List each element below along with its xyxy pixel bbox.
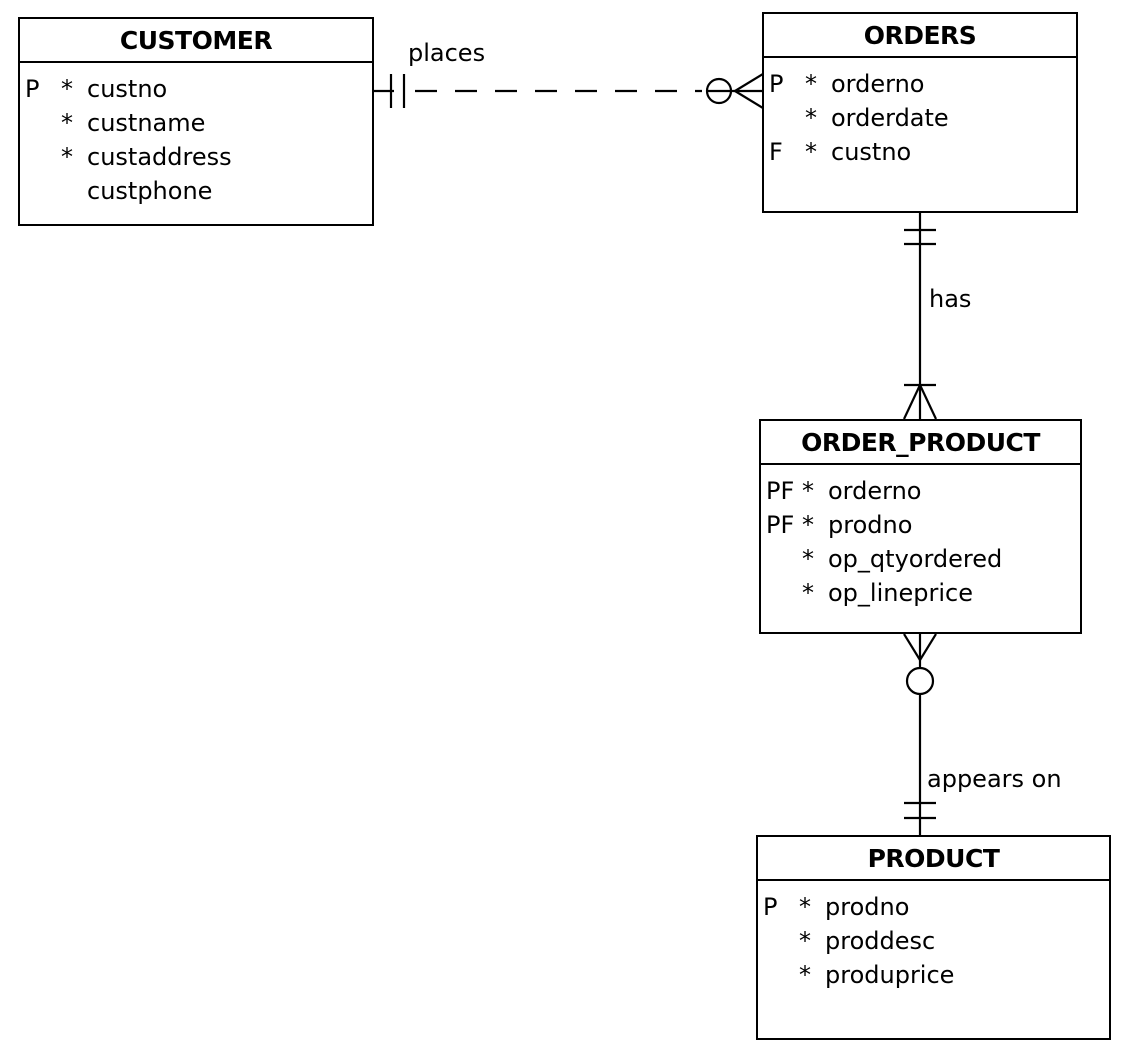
attribute-list: P * prodno * proddesc * produprice	[758, 881, 1109, 992]
key-indicator: F	[769, 138, 783, 166]
orders-entity: ORDERS P * orderno * orderdate F * custn…	[762, 12, 1078, 213]
attribute-name: op_lineprice	[828, 579, 973, 607]
key-indicator: P	[763, 893, 778, 921]
attribute-name: orderdate	[831, 104, 949, 132]
attribute-row: PF * orderno	[761, 474, 1080, 508]
attribute-row: * custname	[20, 106, 372, 140]
key-indicator: P	[25, 75, 40, 103]
attribute-row: P * prodno	[758, 890, 1109, 924]
attribute-row: * produprice	[758, 958, 1109, 992]
mandatory-indicator: *	[805, 138, 817, 166]
mandatory-indicator: *	[805, 70, 817, 98]
attribute-name: proddesc	[825, 927, 936, 955]
mandatory-indicator: *	[802, 545, 814, 573]
attribute-name: orderno	[828, 477, 922, 505]
customer-entity: CUSTOMER P * custno * custname * custadd…	[18, 17, 374, 226]
attribute-row: * op_qtyordered	[761, 542, 1080, 576]
entity-title: ORDERS	[764, 14, 1076, 58]
attribute-row: * op_lineprice	[761, 576, 1080, 610]
attribute-name: op_qtyordered	[828, 545, 1003, 573]
relationship-line-places	[374, 73, 764, 109]
attribute-name: prodno	[828, 511, 913, 539]
attribute-row: PF * prodno	[761, 508, 1080, 542]
attribute-row: * custaddress	[20, 140, 372, 174]
mandatory-indicator: *	[799, 927, 811, 955]
attribute-name: prodno	[825, 893, 910, 921]
attribute-list: PF * orderno PF * prodno * op_qtyordered…	[761, 465, 1080, 610]
attribute-list: P * orderno * orderdate F * custno	[764, 58, 1076, 169]
attribute-row: * orderdate	[764, 101, 1076, 135]
mandatory-indicator: *	[799, 961, 811, 989]
attribute-row: * proddesc	[758, 924, 1109, 958]
entity-title: PRODUCT	[758, 837, 1109, 881]
attribute-row: F * custno	[764, 135, 1076, 169]
attribute-name: custphone	[87, 177, 213, 205]
mandatory-indicator: *	[799, 893, 811, 921]
relationship-label-has: has	[929, 285, 972, 313]
relationship-line-appears-on	[903, 633, 937, 835]
relationship-label-places: places	[408, 39, 486, 67]
mandatory-indicator: *	[802, 511, 814, 539]
attribute-name: produprice	[825, 961, 955, 989]
attribute-name: orderno	[831, 70, 925, 98]
key-indicator: PF	[766, 477, 795, 505]
key-indicator: P	[769, 70, 784, 98]
attribute-name: custaddress	[87, 143, 232, 171]
attribute-list: P * custno * custname * custaddress cust…	[20, 63, 372, 208]
order-product-entity: ORDER_PRODUCT PF * orderno PF * prodno *…	[759, 419, 1082, 634]
mandatory-indicator: *	[802, 477, 814, 505]
relationship-label-appears-on: appears on	[927, 765, 1062, 793]
mandatory-indicator: *	[805, 104, 817, 132]
mandatory-indicator: *	[802, 579, 814, 607]
attribute-row: P * custno	[20, 72, 372, 106]
attribute-row: custphone	[20, 174, 372, 208]
entity-title: CUSTOMER	[20, 19, 372, 63]
attribute-name: custno	[87, 75, 168, 103]
attribute-name: custno	[831, 138, 912, 166]
mandatory-indicator: *	[61, 75, 73, 103]
attribute-row: P * orderno	[764, 67, 1076, 101]
key-indicator: PF	[766, 511, 795, 539]
product-entity: PRODUCT P * prodno * proddesc * produpri…	[756, 835, 1111, 1040]
entity-title: ORDER_PRODUCT	[761, 421, 1080, 465]
relationship-line-has	[903, 213, 937, 420]
mandatory-indicator: *	[61, 109, 73, 137]
mandatory-indicator: *	[61, 143, 73, 171]
attribute-name: custname	[87, 109, 206, 137]
